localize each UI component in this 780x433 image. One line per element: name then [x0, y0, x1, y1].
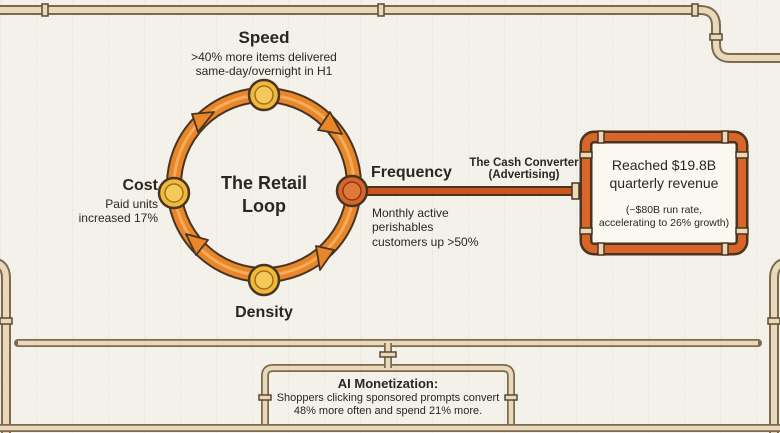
side-pipes	[0, 258, 780, 433]
cost-valve	[157, 176, 191, 210]
converter-headline-line1: Reached $19.8B	[611, 157, 717, 173]
density-title: Density	[235, 304, 293, 321]
density-valve	[247, 263, 281, 297]
converter-label-line1: The Cash Converter	[469, 157, 579, 169]
loop-title: The Retail Loop	[204, 172, 324, 217]
ai-title: AI Monetization:	[337, 376, 439, 391]
frequency-title: Frequency	[371, 164, 452, 181]
ai-desc-line2: 48% more often and spend 21% more.	[293, 405, 483, 418]
frequency-desc-line3: customers up >50%	[372, 234, 479, 249]
speed-block: Speed >40% more items delivered same-day…	[174, 28, 354, 79]
converter-label-line2: (Advertising)	[488, 169, 560, 181]
converter-note-line2: accelerating to 26% growth)	[598, 216, 730, 229]
speed-title: Speed	[238, 28, 290, 47]
cost-title: Cost	[122, 177, 158, 194]
frequency-valve	[335, 174, 369, 208]
speed-desc-line2: same-day/overnight in H1	[195, 64, 333, 79]
converter-note-line1: (~$80B run rate,	[625, 204, 703, 216]
ai-frame-pipe	[0, 339, 780, 432]
cost-block: Cost Paid units increased 17%	[62, 177, 158, 226]
converter-frame	[579, 130, 749, 256]
ai-desc-line1: Shoppers clicking sponsored prompts conv…	[276, 392, 500, 404]
loop-title-line1: The Retail	[220, 173, 308, 193]
converter-pipe	[365, 182, 582, 200]
top-frame-pipe	[0, 3, 780, 63]
loop-title-line2: Loop	[242, 195, 286, 216]
converter-label: The Cash Converter (Advertising)	[462, 157, 586, 181]
loop-arrows	[185, 111, 343, 271]
frequency-desc: Monthly active perishables customers up …	[372, 206, 492, 249]
cost-desc-line2: increased 17%	[78, 211, 158, 226]
cost-desc-line1: Paid units	[105, 197, 158, 211]
frequency-desc-line1: Monthly active	[372, 206, 449, 220]
ai-block: AI Monetization: Shoppers clicking spons…	[268, 376, 508, 418]
frequency-desc-line2: perishables	[372, 220, 434, 235]
speed-desc-line1: >40% more items delivered	[191, 50, 337, 64]
converter-box: Reached $19.8B quarterly revenue (~$80B …	[592, 157, 736, 229]
speed-valve	[247, 78, 281, 112]
converter-headline-line2: quarterly revenue	[609, 174, 719, 191]
